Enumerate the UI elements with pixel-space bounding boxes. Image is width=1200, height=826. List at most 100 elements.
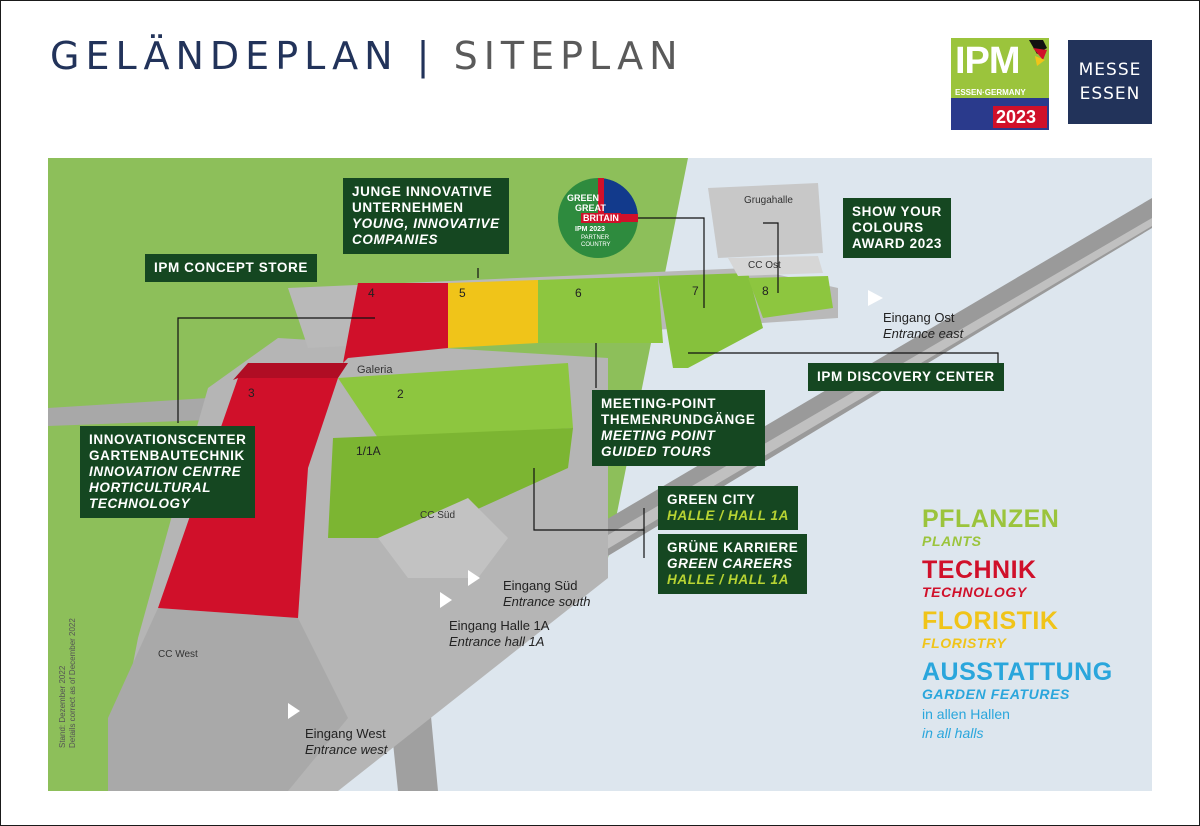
- callout-karriere-l1: GRÜNE KARRIERE: [667, 540, 799, 555]
- callout-innovation-l3: INNOVATION CENTRE: [89, 464, 242, 479]
- callout-junge-innovative: JUNGE INNOVATIVE UNTERNEHMEN YOUNG, INNO…: [343, 178, 509, 254]
- site-map-graphic: [48, 158, 1152, 791]
- entrance-west-label: Eingang West Entrance west: [305, 726, 387, 758]
- entrance-west-de: Eingang West: [305, 726, 386, 741]
- callout-junge-l2: UNTERNEHMEN: [352, 200, 464, 215]
- callout-junge-l1: JUNGE INNOVATIVE: [352, 184, 493, 199]
- hall-6: [538, 276, 663, 343]
- stand-note: Stand: Dezember 2022 Details correct as …: [58, 618, 78, 748]
- callout-innovation-l4: HORTICULTURAL: [89, 480, 212, 495]
- galeria-label: Galeria: [357, 364, 393, 376]
- leader-discovery: [688, 352, 999, 363]
- hall-2: [338, 363, 573, 438]
- cc-west-label: CC West: [158, 649, 198, 660]
- hall-1-1a: [328, 428, 573, 538]
- ipm-logo-name: IPM: [955, 40, 1021, 82]
- legend-ausstattung: AUSSTATTUNG: [922, 658, 1113, 686]
- callout-karriere-l2: GREEN CAREERS: [667, 556, 793, 571]
- leader-colours: [763, 222, 779, 293]
- callout-meeting-l3: MEETING POINT: [601, 428, 716, 443]
- category-legend: PFLANZEN PLANTS TECHNIK TECHNOLOGY FLORI…: [922, 505, 1113, 743]
- ipm-logo-sub: ESSEN·GERMANY: [955, 88, 1026, 97]
- legend-floristik-sub: FLORISTRY: [922, 635, 1007, 651]
- messe-logo-line2: ESSEN: [1079, 84, 1141, 104]
- entrance-halle1a-de: Eingang Halle 1A: [449, 618, 550, 633]
- callout-green-city: GREEN CITY HALLE / HALL 1A: [658, 486, 799, 530]
- callout-karriere-l3: HALLE / HALL 1A: [667, 572, 790, 587]
- callout-innovationscenter: INNOVATIONSCENTER GARTENBAUTECHNIK INNOV…: [80, 426, 256, 518]
- entrance-ost-de: Eingang Ost: [883, 310, 955, 325]
- entrance-sued-marker: [468, 570, 480, 586]
- entrance-ost-label: Eingang Ost Entrance east: [883, 310, 963, 342]
- stand-note-de: Stand: Dezember 2022: [58, 665, 67, 748]
- cc-ost-label: CC Ost: [748, 260, 781, 271]
- legend-pflanzen-sub: PLANTS: [922, 533, 982, 549]
- callout-colours-l2: COLOURS: [852, 220, 924, 235]
- cc-sued-building: [378, 498, 508, 578]
- ggb-badge-line2: GREAT: [575, 203, 606, 213]
- hall-label-2: 2: [397, 387, 404, 401]
- entrance-west-marker: [288, 703, 300, 719]
- ipm-logo: IPM ESSEN·GERMANY 2023: [951, 38, 1049, 130]
- callout-colours-l1: SHOW YOUR: [852, 204, 942, 219]
- messe-logo-line1: MESSE: [1078, 60, 1142, 80]
- callout-show-your-colours: SHOW YOUR COLOURS AWARD 2023: [843, 198, 952, 258]
- callout-innovation-l2: GARTENBAUTECHNIK: [89, 448, 245, 463]
- legend-technik: TECHNIK: [922, 556, 1037, 584]
- callout-colours-l3: AWARD 2023: [852, 236, 943, 251]
- callout-discovery-label: IPM DISCOVERY CENTER: [817, 369, 995, 384]
- legend-note-en: in all halls: [922, 725, 984, 741]
- callout-junge-l3: YOUNG, INNOVATIVE: [352, 216, 500, 231]
- callout-greencity-l2: HALLE / HALL 1A: [667, 508, 790, 523]
- hall-label-5: 5: [459, 286, 466, 300]
- callout-junge-l4: COMPANIES: [352, 232, 439, 247]
- hall-label-4: 4: [368, 286, 375, 300]
- legend-floristik: FLORISTIK: [922, 607, 1059, 635]
- hall-label-7: 7: [692, 284, 699, 298]
- cc-sued-label: CC Süd: [420, 510, 456, 521]
- ggb-badge-line1: GREEN: [567, 193, 600, 203]
- title-de: GELÄNDEPLAN: [50, 34, 399, 78]
- entrance-west-en: Entrance west: [305, 742, 388, 757]
- callout-innovation-l5: TECHNOLOGY: [89, 496, 191, 511]
- cc-west-building: [108, 608, 348, 791]
- callout-meeting-l4: GUIDED TOURS: [601, 444, 712, 459]
- callout-meeting-point: MEETING-POINT THEMENRUNDGÄNGE MEETING PO…: [592, 390, 765, 466]
- hall-8: [748, 276, 833, 318]
- entrance-halle1a-marker: [440, 592, 452, 608]
- callout-discovery-center: IPM DISCOVERY CENTER: [808, 363, 1004, 391]
- legend-pflanzen: PFLANZEN: [922, 505, 1060, 533]
- ipm-logo-year: 2023: [996, 107, 1037, 127]
- callout-meeting-l1: MEETING-POINT: [601, 396, 717, 411]
- site-map: GREEN GREAT BRITAIN IPM 2023 PARTNER COU…: [48, 158, 1152, 791]
- entrance-sued-de: Eingang Süd: [503, 578, 578, 593]
- leader-ggb: [638, 217, 705, 308]
- hall-7: [658, 273, 763, 368]
- ggb-badge-line3: BRITAIN: [581, 213, 621, 223]
- stand-note-en: Details correct as of December 2022: [68, 618, 77, 748]
- callout-concept-store: IPM CONCEPT STORE: [145, 254, 317, 282]
- entrance-ost-en: Entrance east: [883, 326, 964, 341]
- entrance-sued-label: Eingang Süd Entrance south: [503, 578, 590, 610]
- entrance-sued-en: Entrance south: [503, 594, 591, 609]
- hall-label-3: 3: [248, 386, 255, 400]
- page-title: GELÄNDEPLAN | SITEPLAN: [50, 34, 684, 78]
- grugahalle-label: Grugahalle: [744, 195, 793, 206]
- entrance-ost-marker: [868, 290, 883, 306]
- hall-label-8: 8: [762, 284, 769, 298]
- ggb-badge-line5: PARTNER: [581, 235, 610, 241]
- legend-technik-sub: TECHNOLOGY: [922, 584, 1027, 600]
- callout-innovation-l1: INNOVATIONSCENTER: [89, 432, 247, 447]
- messe-essen-logo: MESSE ESSEN: [1068, 40, 1152, 124]
- callout-meeting-l2: THEMENRUNDGÄNGE: [601, 412, 756, 427]
- legend-note-de: in allen Hallen: [922, 706, 1010, 722]
- callout-concept-label: IPM CONCEPT STORE: [154, 260, 308, 275]
- ggb-badge-line6: COUNTRY: [581, 242, 611, 248]
- callout-greencity-l1: GREEN CITY: [667, 492, 756, 507]
- title-separator: |: [416, 34, 436, 78]
- title-en: SITEPLAN: [453, 34, 684, 78]
- leader-greencity: [533, 468, 645, 531]
- hall-label-6: 6: [575, 286, 582, 300]
- callout-gruene-karriere: GRÜNE KARRIERE GREEN CAREERS HALLE / HAL…: [658, 534, 808, 594]
- entrance-halle1a-label: Eingang Halle 1A Entrance hall 1A: [449, 618, 549, 650]
